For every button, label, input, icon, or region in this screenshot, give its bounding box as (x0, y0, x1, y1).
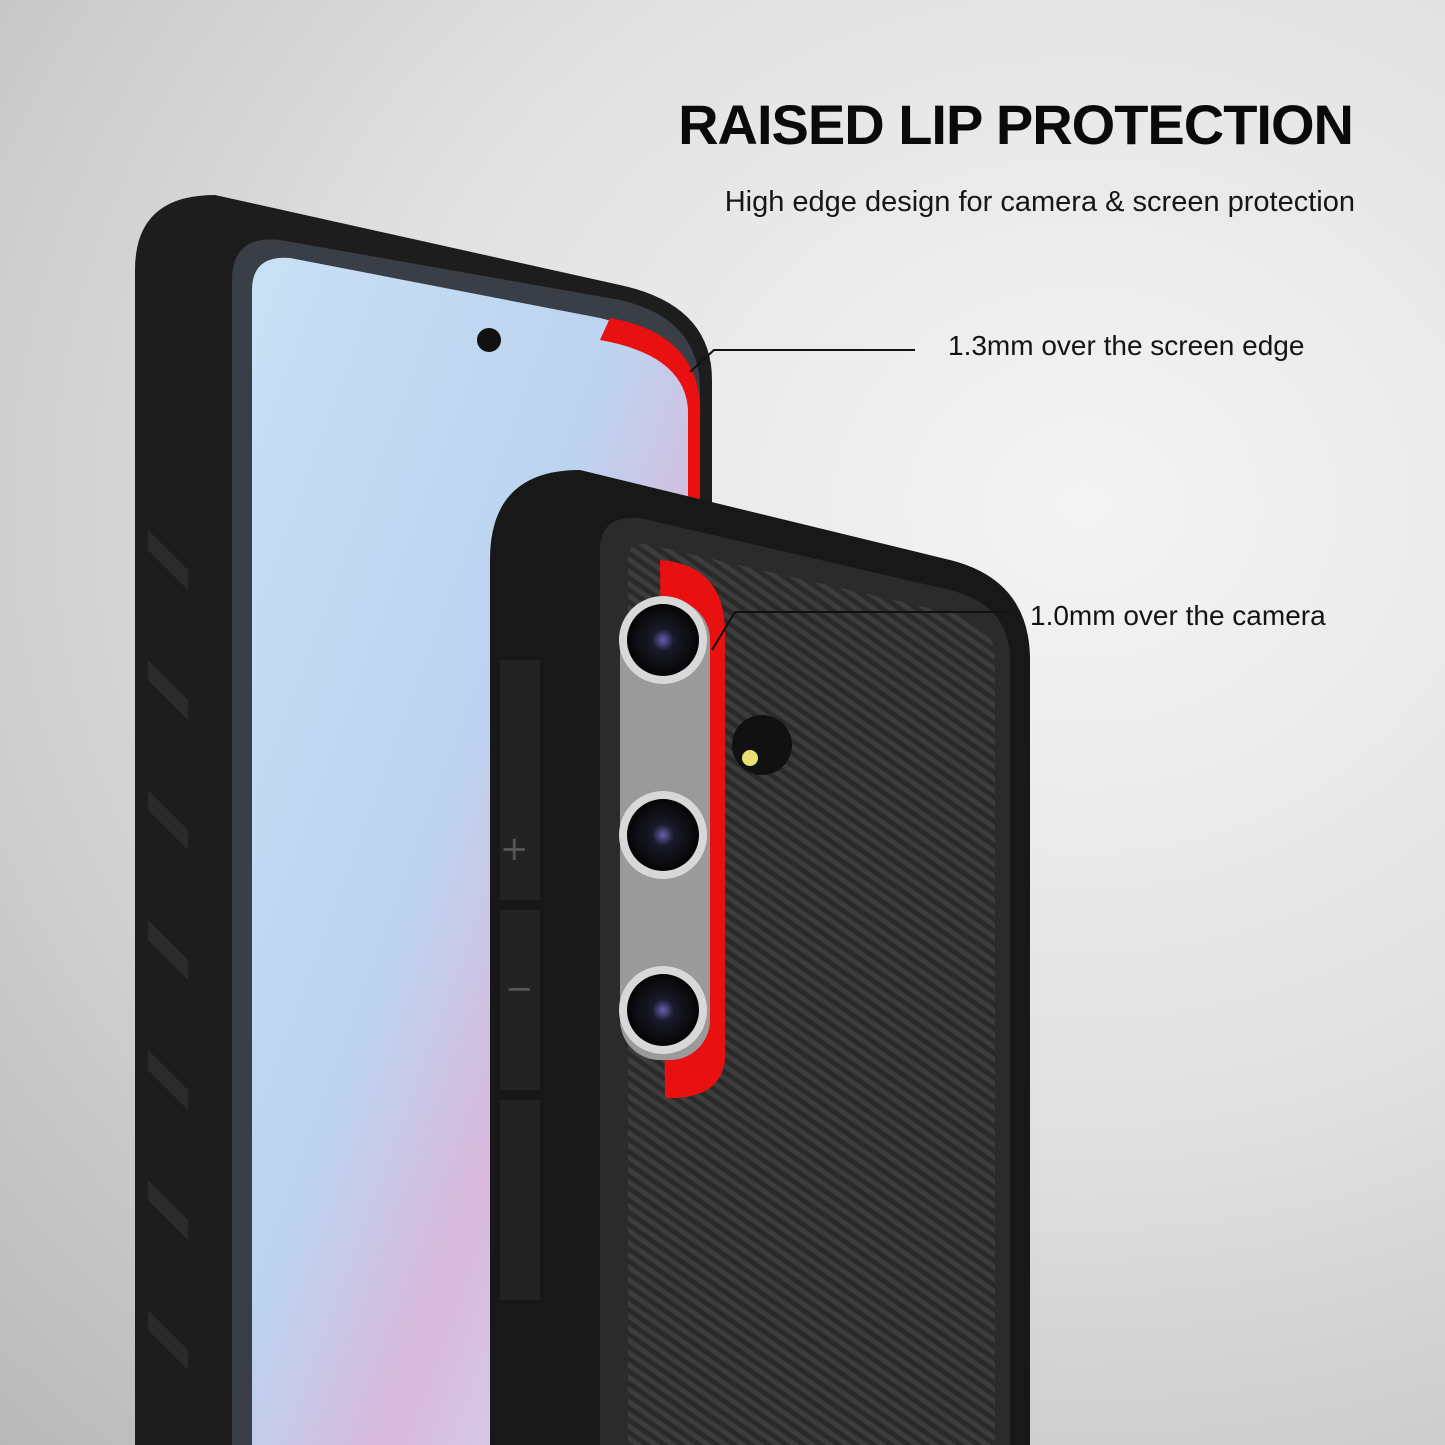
svg-text:−: − (505, 969, 534, 1009)
callout-line-camera (711, 611, 1010, 651)
page-title: RAISED LIP PROTECTION (678, 93, 1354, 156)
callout-line-screen (689, 349, 915, 373)
flash (732, 715, 792, 775)
front-camera (477, 328, 501, 352)
callout-screen-edge: 1.3mm over the screen edge (948, 330, 1305, 361)
page-subtitle: High edge design for camera & screen pro… (724, 186, 1355, 218)
svg-text:+: + (500, 829, 529, 869)
camera-lens (619, 596, 707, 1054)
screen-lip-highlight (600, 318, 701, 520)
callout-camera: 1.0mm over the camera (1030, 600, 1326, 631)
back-phone-case: + − (490, 470, 1030, 1445)
